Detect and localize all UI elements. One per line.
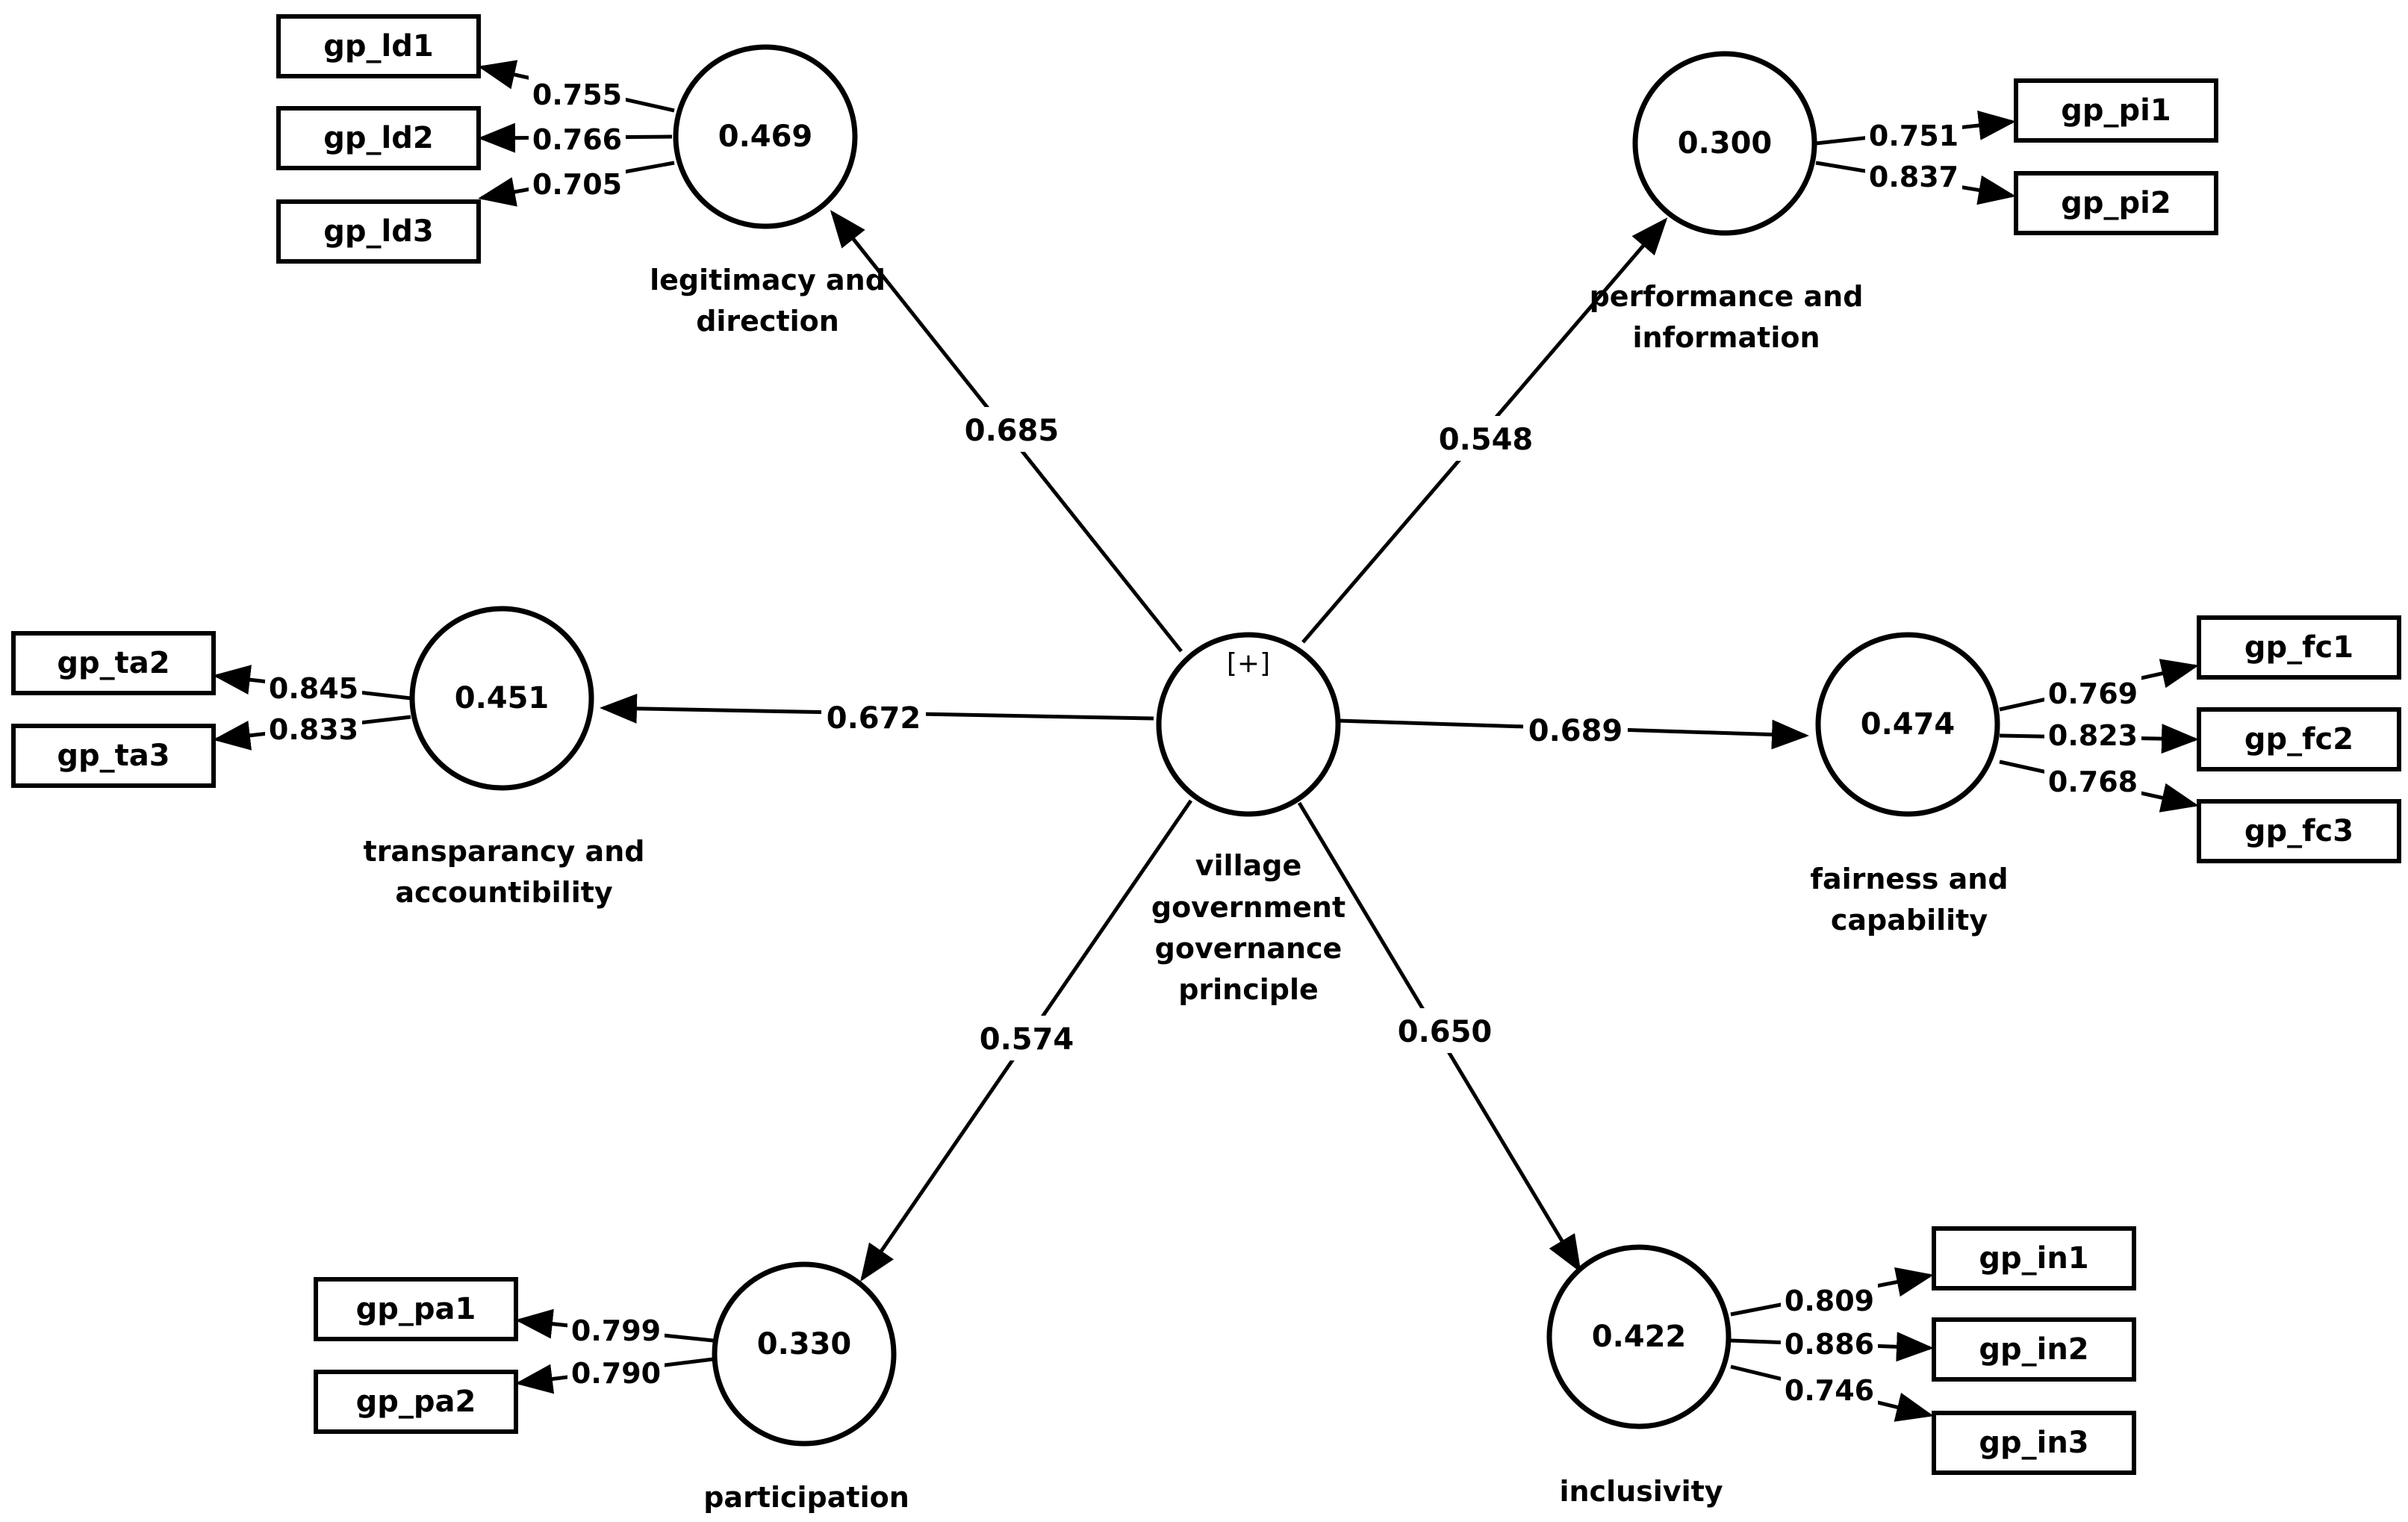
construct-label-pi-line-2: information — [1632, 321, 1820, 354]
loading-gp-fc1: 0.769 — [2048, 677, 2138, 710]
indicator-box-gp-fc1[interactable] — [2197, 615, 2401, 680]
construct-circles — [409, 44, 2000, 1447]
indicator-name-gp-pi1: gp_pi1 — [2061, 93, 2171, 128]
indicator-name-gp-ld3: gp_ld3 — [323, 214, 433, 249]
diagram-text: [+] village government governance princi… — [57, 29, 2353, 1514]
loading-gp-ld3: 0.705 — [532, 168, 622, 201]
construct-value-pi: 0.300 — [1678, 126, 1773, 161]
indicator-box-gp-ld3[interactable] — [276, 199, 481, 264]
construct-label-pi-line-1: performance and — [1590, 280, 1864, 313]
construct-circle-fc[interactable] — [1815, 632, 2000, 817]
construct-label-ta-line-1: transparancy and — [364, 835, 645, 868]
indicator-box-gp-pa1[interactable] — [314, 1277, 518, 1341]
indicator-name-gp-in1: gp_in1 — [1979, 1241, 2088, 1276]
loading-gp-fc3: 0.768 — [2048, 765, 2138, 798]
indicator-box-gp-ta2[interactable] — [11, 631, 216, 695]
indicator-name-gp-ta2: gp_ta2 — [57, 646, 169, 680]
indicator-box-gp-pi2[interactable] — [2014, 171, 2218, 235]
construct-label-in: inclusivity — [1559, 1475, 1723, 1508]
loading-gp-in2: 0.886 — [1785, 1328, 1874, 1361]
indicator-box-gp-in2[interactable] — [1932, 1317, 2136, 1382]
indicator-box-gp-pa2[interactable] — [314, 1370, 518, 1434]
central-marker[interactable]: [+] — [1227, 648, 1270, 679]
loading-gp-ld1: 0.755 — [532, 78, 622, 111]
construct-circle-pi[interactable] — [1632, 51, 1817, 236]
indicator-name-gp-pa2: gp_pa2 — [356, 1385, 476, 1419]
construct-circle-ta[interactable] — [409, 606, 594, 791]
construct-value-pa: 0.330 — [757, 1327, 852, 1361]
loading-gp-in3: 0.746 — [1785, 1374, 1874, 1407]
loading-gp-ta3: 0.833 — [269, 713, 358, 746]
loading-gp-in1: 0.809 — [1785, 1285, 1874, 1317]
indicator-box-gp-fc3[interactable] — [2197, 799, 2401, 863]
indicator-box-gp-pi1[interactable] — [2014, 78, 2218, 143]
path-coefficient-pi: 0.548 — [1439, 423, 1534, 457]
construct-label-ld-line-2: direction — [696, 305, 839, 338]
construct-label-pa: participation — [703, 1481, 909, 1514]
central-label-line-3: governance — [1155, 932, 1343, 965]
construct-value-fc: 0.474 — [1861, 707, 1956, 742]
construct-label-fc-line-2: capability — [1831, 904, 1988, 937]
construct-value-in: 0.422 — [1592, 1320, 1687, 1354]
indicator-name-gp-in3: gp_in3 — [1979, 1426, 2088, 1460]
construct-circle-in[interactable] — [1546, 1244, 1732, 1429]
path-coefficient-ld: 0.685 — [965, 414, 1060, 448]
loading-gp-fc2: 0.823 — [2048, 719, 2138, 752]
loading-gp-pa2: 0.790 — [571, 1357, 661, 1390]
construct-value-ld: 0.469 — [718, 119, 813, 154]
construct-circle-pa[interactable] — [712, 1261, 897, 1447]
indicator-name-gp-ld1: gp_ld1 — [323, 29, 433, 63]
indicator-name-gp-ta3: gp_ta3 — [57, 739, 169, 773]
loading-gp-pi1: 0.751 — [1869, 119, 1959, 152]
indicator-name-gp-fc2: gp_fc2 — [2244, 722, 2353, 757]
construct-label-fc-line-1: fairness and — [1810, 863, 2008, 895]
indicator-box-gp-fc2[interactable] — [2197, 707, 2401, 771]
central-label-line-4: principle — [1178, 973, 1319, 1006]
indicator-name-gp-ld2: gp_ld2 — [323, 121, 433, 155]
construct-label-ld-line-1: legitimacy and — [650, 264, 886, 296]
outer-loadings: 0.755 0.766 0.705 0.751 0.837 0.845 0.83… — [265, 75, 2141, 1407]
indicator-box-gp-ta3[interactable] — [11, 724, 216, 788]
indicator-box-gp-in3[interactable] — [1932, 1411, 2136, 1475]
construct-value-ta: 0.451 — [455, 681, 550, 715]
indicator-boxes — [11, 14, 2401, 1475]
indicator-name-gp-pi2: gp_pi2 — [2061, 186, 2171, 220]
path-coefficient-pa: 0.574 — [980, 1022, 1074, 1057]
loading-gp-pa1: 0.799 — [571, 1314, 661, 1347]
indicator-name-gp-fc3: gp_fc3 — [2244, 814, 2353, 848]
path-coefficients: 0.685 0.548 0.672 0.689 0.574 0.650 — [821, 407, 1628, 1060]
path-coefficient-ta: 0.672 — [827, 701, 921, 736]
indicator-name-gp-pa1: gp_pa1 — [356, 1292, 476, 1326]
loading-gp-ta2: 0.845 — [269, 672, 358, 705]
central-label-line-2: government — [1151, 891, 1345, 924]
path-coefficient-in: 0.650 — [1398, 1015, 1493, 1049]
indicator-box-gp-in1[interactable] — [1932, 1226, 2136, 1290]
construct-label-ta-line-2: accountibility — [395, 876, 613, 909]
loading-gp-pi2: 0.837 — [1869, 161, 1959, 193]
indicator-box-gp-ld2[interactable] — [276, 106, 481, 170]
loading-gp-ld2: 0.766 — [532, 123, 622, 156]
central-label-line-1: village — [1195, 849, 1301, 882]
indicator-box-gp-ld1[interactable] — [276, 14, 481, 78]
indicator-name-gp-in2: gp_in2 — [1979, 1332, 2088, 1367]
indicator-names: gp_ld1 gp_ld2 gp_ld3 gp_pi1 gp_pi2 gp_ta… — [57, 29, 2353, 1460]
indicator-name-gp-fc1: gp_fc1 — [2244, 630, 2353, 665]
path-coefficient-fc: 0.689 — [1528, 714, 1623, 748]
central-construct-circle[interactable] — [1156, 632, 1341, 817]
construct-circle-ld[interactable] — [673, 44, 858, 229]
